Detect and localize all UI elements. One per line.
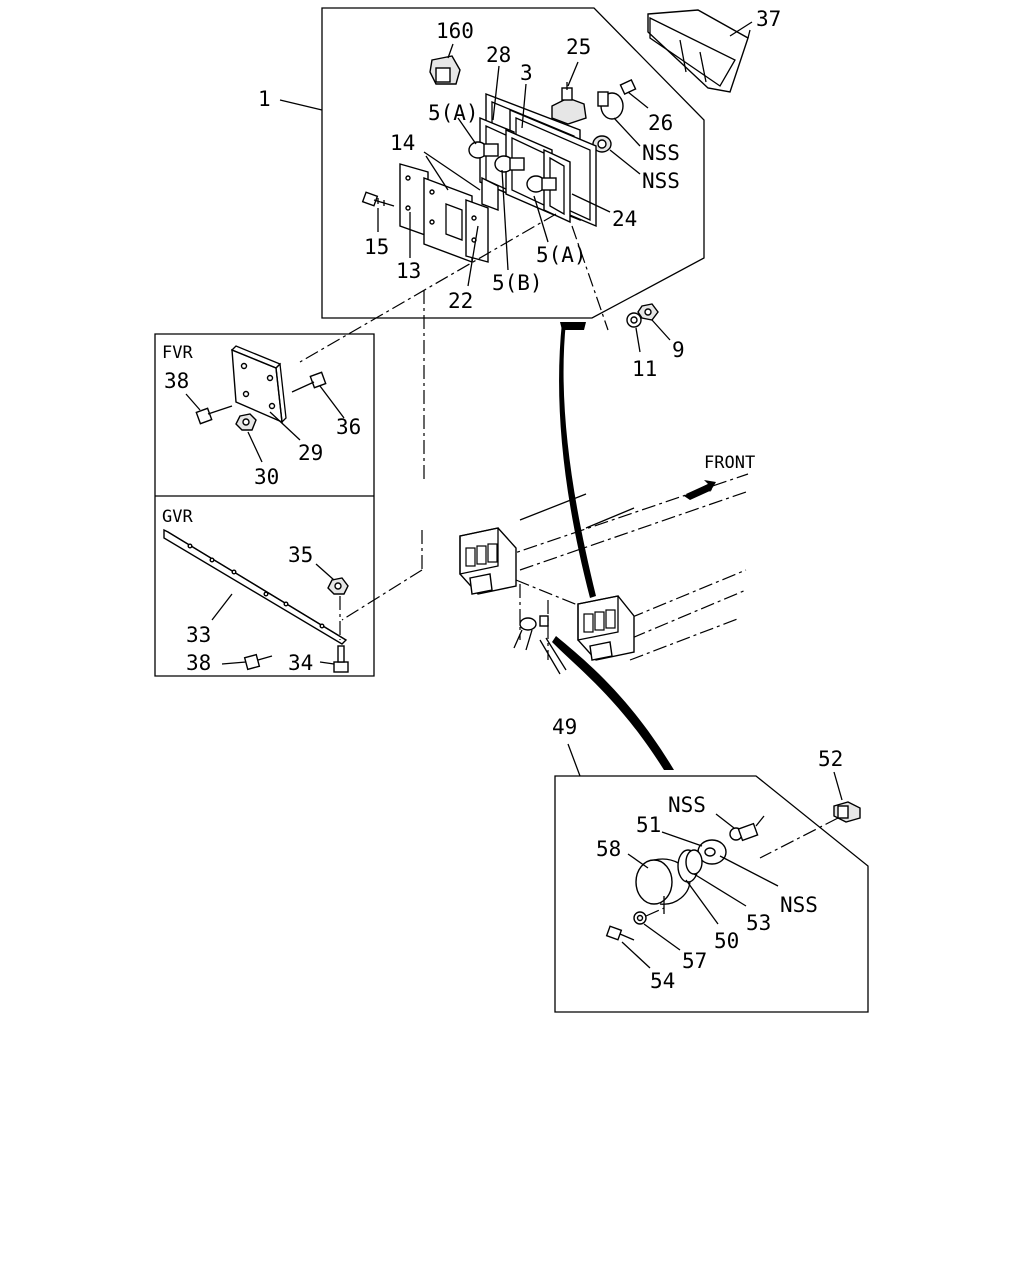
part-37-lamp-housing [647, 9, 753, 93]
part-53-gasket [677, 849, 747, 907]
label-57: 57 [682, 949, 707, 973]
part-11-washer [626, 312, 642, 328]
leader-29 [269, 411, 301, 441]
bulb-5a-upper [468, 141, 499, 159]
nss-screw-upper [715, 813, 765, 842]
label-53: 53 [746, 911, 771, 935]
label-front: FRONT [704, 453, 755, 473]
nss-grommet [592, 135, 612, 153]
label-gvr: GVR [162, 507, 193, 527]
main-assembly-box [321, 7, 705, 319]
label-nss-3: NSS [668, 793, 706, 817]
label-49: 49 [552, 715, 577, 739]
label-14: 14 [390, 131, 415, 155]
label-28: 28 [486, 43, 511, 67]
label-160: 160 [436, 19, 474, 43]
rear-lamp-right [577, 595, 635, 661]
label-33: 33 [186, 623, 211, 647]
part-51-lamp-base [661, 831, 727, 865]
fvr-box [154, 333, 375, 677]
label-51: 51 [636, 813, 661, 837]
label-37: 37 [756, 7, 781, 31]
part-34-bolt-gvr [319, 645, 349, 673]
label-5a-lower: 5(A) [536, 243, 587, 267]
front-arrow-icon [684, 480, 716, 500]
box-49 [554, 743, 869, 1013]
part-52-clip [833, 771, 861, 823]
part-29-bracket [230, 345, 287, 424]
main-leader-lines [279, 65, 671, 353]
bulb-5a-lower [526, 175, 557, 193]
label-26: 26 [648, 111, 673, 135]
part-160-connector [429, 43, 461, 85]
part-50-lens [663, 879, 719, 925]
label-36: 36 [336, 415, 361, 439]
bulb-5b [494, 155, 525, 173]
label-15: 15 [364, 235, 389, 259]
label-nss-2: NSS [642, 169, 680, 193]
rear-lamp-left [459, 527, 517, 595]
part-9-nut [637, 303, 659, 321]
part-38-bolt-fvr [185, 393, 233, 425]
part-25-socket [551, 61, 587, 125]
label-29: 29 [298, 441, 323, 465]
label-25: 25 [566, 35, 591, 59]
label-13: 13 [396, 259, 421, 283]
part-35-nut-gvr [315, 563, 349, 640]
label-22: 22 [448, 289, 473, 313]
nss-leader-lower [719, 855, 779, 887]
label-fvr: FVR [162, 343, 193, 363]
part-54-screw [605, 925, 651, 969]
label-38-gvr: 38 [186, 651, 211, 675]
label-3: 3 [520, 61, 533, 85]
label-nss-4: NSS [780, 893, 818, 917]
label-35: 35 [288, 543, 313, 567]
label-5a-upper: 5(A) [428, 101, 479, 125]
truck-rear-frame [499, 473, 749, 661]
part-36-bolt-fvr [291, 371, 345, 419]
alignment-lines [299, 213, 839, 859]
label-38-fvr: 38 [164, 369, 189, 393]
part-38-bolt-gvr [221, 653, 273, 671]
label-24: 24 [612, 207, 637, 231]
callout-labels: 160 28 25 37 1 3 5(A) 26 NSS NSS 14 24 1… [162, 7, 843, 993]
label-nss-1: NSS [642, 141, 680, 165]
license-lamp-mount [513, 615, 567, 675]
part-33-bracket-strip [163, 528, 348, 645]
label-50: 50 [714, 929, 739, 953]
label-54: 54 [650, 969, 675, 993]
part-26-screw [597, 79, 649, 120]
label-9: 9 [672, 338, 685, 362]
part-15-screw [361, 191, 395, 207]
label-5b: 5(B) [492, 271, 543, 295]
part-57-washer [633, 907, 681, 951]
label-34: 34 [288, 651, 313, 675]
label-1: 1 [258, 87, 271, 111]
part-30-nut-fvr [235, 413, 263, 463]
label-30: 30 [254, 465, 279, 489]
label-11: 11 [632, 357, 657, 381]
label-58: 58 [596, 837, 621, 861]
reference-curves [552, 322, 674, 770]
label-52: 52 [818, 747, 843, 771]
